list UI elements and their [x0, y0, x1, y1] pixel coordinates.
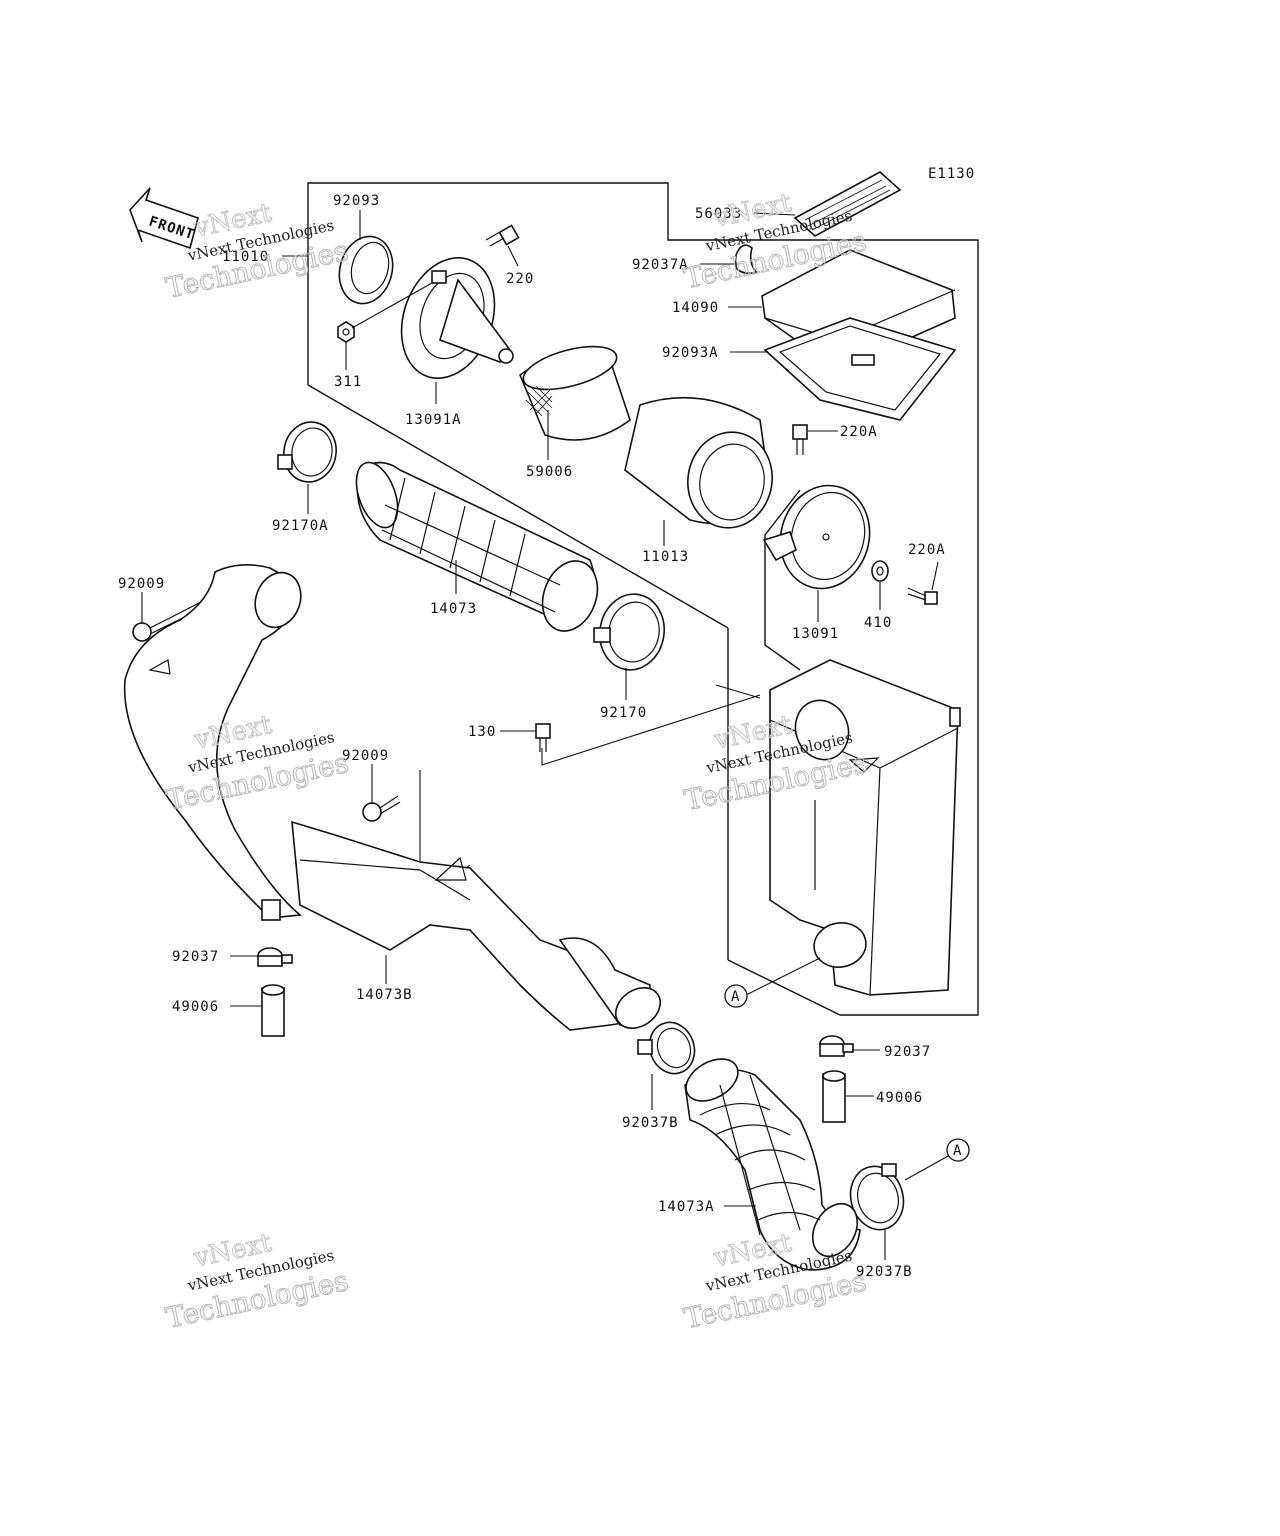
callout-a-label: A — [953, 1143, 962, 1159]
part-label: 92009 — [118, 576, 165, 592]
part-label: 14073A — [658, 1199, 715, 1215]
part-label: 13091A — [405, 412, 462, 428]
clamp-92170 — [593, 593, 665, 671]
part-label: 49006 — [172, 999, 219, 1015]
washer-410 — [871, 560, 889, 582]
leader-lines — [141, 210, 951, 1260]
part-label: 14090 — [672, 300, 719, 316]
clamp-92037-left — [257, 947, 293, 967]
clamp-92037B-upper — [637, 1021, 696, 1075]
part-label: 59006 — [526, 464, 573, 480]
diagram-code: E1130 — [928, 166, 975, 182]
screw-92009-lower — [362, 795, 401, 822]
intake-tube-left — [123, 564, 302, 921]
part-label: 130 — [468, 724, 496, 740]
clamp-92037-right — [819, 1035, 854, 1057]
part-label: 14073B — [356, 987, 413, 1003]
part-label: 11010 — [222, 249, 269, 265]
part-label: 11013 — [642, 549, 689, 565]
part-label: 220 — [506, 271, 534, 287]
part-label: 92037B — [622, 1115, 679, 1131]
air-box — [769, 659, 961, 996]
part-label: 92170 — [600, 705, 647, 721]
bolt-220A-upper — [792, 424, 808, 455]
part-label: 220A — [840, 424, 878, 440]
label-plate-56033 — [793, 171, 902, 237]
part-label: 92009 — [342, 748, 389, 764]
duct-14073B — [291, 820, 662, 1031]
part-label: 92037 — [172, 949, 219, 965]
screen-59006 — [519, 345, 631, 441]
front-arrow: FRONT — [129, 187, 199, 250]
part-label: 92093A — [662, 345, 719, 361]
part-label: 92093 — [333, 193, 380, 209]
bolt-130 — [535, 723, 551, 752]
clamp-92170A — [277, 421, 337, 483]
part-label: 49006 — [876, 1090, 923, 1106]
seal-ring-92093 — [338, 235, 394, 305]
bolt-220 — [485, 224, 520, 247]
callout-a-box: A — [724, 984, 748, 1008]
part-label: 92037A — [632, 257, 689, 273]
watermark-bottom-left: vNext vNext Technologies Technologies — [162, 1227, 351, 1335]
clip-92037A — [735, 244, 758, 275]
part-label: 14073 — [430, 601, 477, 617]
assembly-frame-lines — [307, 182, 979, 1016]
duct-14073 — [355, 461, 599, 632]
cap-49006-right — [822, 1070, 846, 1123]
bolt-220A-lower — [907, 587, 938, 605]
cover-plate-13091A — [400, 257, 514, 379]
plate-13091 — [762, 484, 871, 590]
duct-14073A — [684, 1058, 861, 1271]
callout-a-clamp: A — [946, 1138, 970, 1162]
callout-a-label: A — [731, 989, 740, 1005]
clamp-92037B-lower — [849, 1163, 905, 1231]
part-label: 92037 — [884, 1044, 931, 1060]
watermark-mid-right: vNext vNext Technologies Technologies — [681, 709, 870, 817]
nut-311 — [337, 321, 355, 343]
gasket-92093A — [763, 317, 957, 421]
foam-filter-11013 — [624, 396, 773, 529]
part-labels: 92093 220 11010 311 13091A 59006 56033 9… — [118, 193, 946, 1280]
part-label: 220A — [908, 542, 946, 558]
part-label: 311 — [334, 374, 362, 390]
part-label: 13091 — [792, 626, 839, 642]
part-label: 92170A — [272, 518, 329, 534]
cap-49006-left — [261, 984, 285, 1037]
part-label: 92037B — [856, 1264, 913, 1280]
part-label: 410 — [864, 615, 892, 631]
part-label: 56033 — [695, 206, 742, 222]
